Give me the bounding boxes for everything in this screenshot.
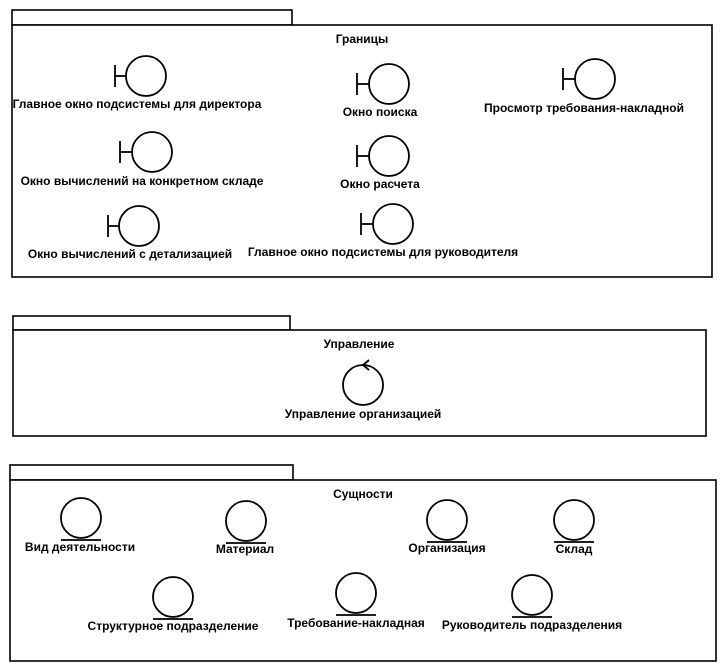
class-label: Вид деятельности — [25, 540, 135, 554]
entity-icon — [426, 499, 468, 543]
boundary-icon — [356, 135, 410, 177]
boundary-class-director-main-window[interactable]: Главное окно подсистемы для директора — [13, 55, 262, 111]
boundary-class-warehouse-calc-window[interactable]: Окно вычислений на конкретном складе — [21, 131, 264, 188]
package-tab — [9, 464, 294, 481]
entity-icon — [152, 576, 194, 620]
control-icon — [342, 359, 384, 406]
package-entities[interactable]: Сущности Вид деятельности Материал Орган… — [9, 464, 717, 662]
package-title: Управление — [324, 337, 395, 351]
class-label: Окно расчета — [340, 177, 420, 191]
package-control[interactable]: Управление Управление организацией — [12, 315, 707, 437]
entity-icon — [553, 499, 595, 543]
package-tab — [12, 315, 291, 331]
class-label: Управление организацией — [285, 407, 442, 421]
boundary-icon — [562, 58, 616, 100]
entity-class-organization[interactable]: Организация — [408, 499, 486, 555]
class-label: Главное окно подсистемы для руководителя — [248, 245, 518, 259]
boundary-icon — [107, 205, 160, 247]
boundary-icon — [114, 55, 167, 97]
entity-class-requisition-invoice[interactable]: Требование-накладная — [287, 572, 425, 630]
entity-class-material[interactable]: Материал — [216, 500, 274, 556]
boundary-class-detail-calc-window[interactable]: Окно вычислений с детализацией — [28, 205, 232, 261]
package-body — [9, 479, 717, 662]
boundary-class-manager-main-window[interactable]: Главное окно подсистемы для руководителя — [248, 203, 518, 259]
boundary-icon — [119, 131, 173, 173]
entity-class-unit-head[interactable]: Руководитель подразделения — [442, 574, 622, 632]
class-label: Руководитель подразделения — [442, 618, 622, 632]
boundary-icon — [356, 63, 410, 105]
class-label: Организация — [408, 541, 485, 555]
entity-icon — [335, 572, 377, 616]
class-label: Окно вычислений на конкретном складе — [21, 174, 264, 188]
boundary-icon — [360, 203, 414, 245]
boundary-class-invoice-view[interactable]: Просмотр требования-накладной — [484, 58, 684, 115]
boundary-class-search-window[interactable]: Окно поиска — [343, 63, 418, 119]
entity-class-warehouse[interactable]: Склад — [553, 499, 595, 556]
control-class-organization-management[interactable]: Управление организацией — [285, 359, 442, 421]
package-title: Границы — [336, 32, 389, 46]
entity-icon — [60, 497, 102, 541]
entity-class-structural-unit[interactable]: Структурное подразделение — [88, 576, 259, 633]
entity-class-activity-type[interactable]: Вид деятельности — [25, 497, 135, 554]
class-label: Требование-накладная — [287, 616, 425, 630]
class-label: Материал — [216, 542, 274, 556]
package-title: Сущности — [333, 487, 393, 501]
class-label: Окно поиска — [343, 105, 418, 119]
entity-icon — [511, 574, 553, 618]
class-label: Окно вычислений с детализацией — [28, 247, 232, 261]
package-boundaries[interactable]: Границы Главное окно подсистемы для дире… — [11, 9, 713, 278]
class-label: Главное окно подсистемы для директора — [13, 97, 262, 111]
package-tab — [11, 9, 293, 26]
entity-icon — [225, 500, 267, 544]
class-label: Структурное подразделение — [88, 619, 259, 633]
class-label: Просмотр требования-накладной — [484, 101, 684, 115]
boundary-class-calculation-window[interactable]: Окно расчета — [340, 135, 420, 191]
class-label: Склад — [556, 542, 593, 556]
